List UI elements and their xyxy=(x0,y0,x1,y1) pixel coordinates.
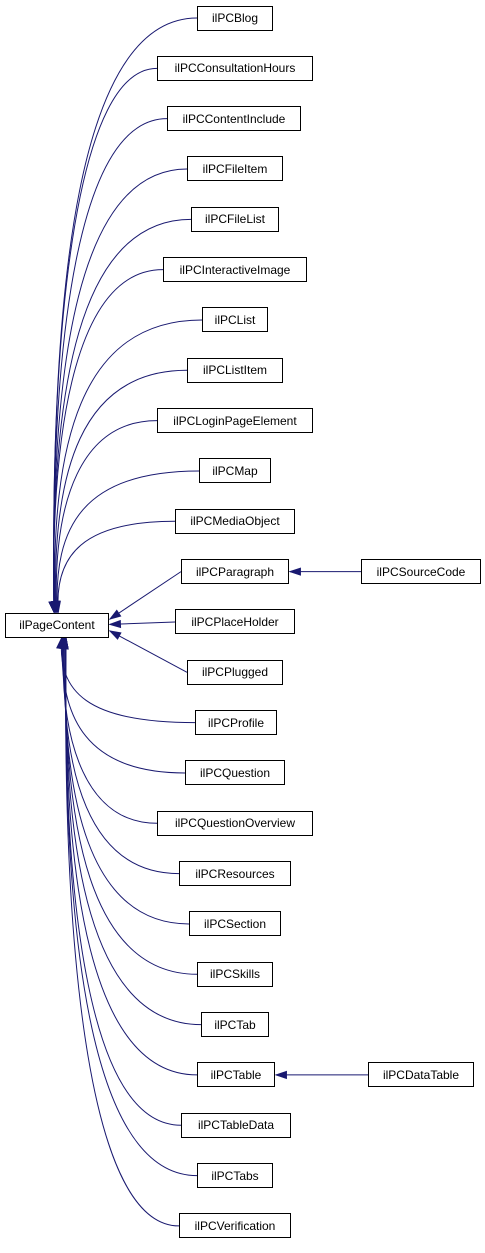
edge-paragraph-to-root xyxy=(109,571,182,620)
node-ilpcfileitem[interactable]: ilPCFileItem xyxy=(187,156,283,182)
node-ilpcplugged[interactable]: ilPCPlugged xyxy=(187,659,283,685)
arrowhead-plugged xyxy=(108,630,122,640)
node-ilpclistitem[interactable]: ilPCListItem xyxy=(187,357,283,383)
node-ilpctable[interactable]: ilPCTable xyxy=(197,1062,275,1088)
edge-profile-to-root xyxy=(60,637,196,724)
arrowhead-source-code xyxy=(288,567,301,576)
node-ilpcquestionoverview[interactable]: ilPCQuestionOverview xyxy=(157,810,313,836)
edge-resources-to-root xyxy=(63,637,180,875)
node-ilpcparagraph[interactable]: ilPCParagraph xyxy=(181,559,289,585)
edge-list-item-to-root xyxy=(54,369,188,613)
node-ilpcfilelist[interactable]: ilPCFileList xyxy=(191,206,279,232)
edge-verification-to-root xyxy=(65,637,180,1227)
node-ilpcprofile[interactable]: ilPCProfile xyxy=(195,710,277,736)
edge-map-to-root xyxy=(56,470,200,613)
node-ilpcskills[interactable]: ilPCSkills xyxy=(197,961,273,987)
edge-media-object-to-root xyxy=(57,520,176,613)
node-ilpcblog[interactable]: ilPCBlog xyxy=(197,5,273,31)
node-ilpagecontent[interactable]: ilPageContent xyxy=(5,612,109,638)
edge-file-item-to-root xyxy=(53,168,188,613)
node-ilpcresources[interactable]: ilPCResources xyxy=(179,861,291,887)
edge-table-to-root xyxy=(65,637,198,1076)
node-ilpcmediaobject[interactable]: ilPCMediaObject xyxy=(175,508,295,534)
edge-list-to-root xyxy=(54,319,203,613)
edge-login-page-element-to-root xyxy=(55,420,158,613)
node-ilpcverification[interactable]: ilPCVerification xyxy=(179,1213,291,1239)
node-ilpcconsultationhours[interactable]: ilPCConsultationHours xyxy=(157,55,313,81)
node-ilpcsourcecode[interactable]: ilPCSourceCode xyxy=(361,559,481,585)
arrowhead-paragraph xyxy=(108,609,122,620)
node-ilpctab[interactable]: ilPCTab xyxy=(201,1012,269,1038)
node-ilpcinteractiveimage[interactable]: ilPCInteractiveImage xyxy=(163,257,307,283)
node-ilpcdatatable[interactable]: ilPCDataTable xyxy=(368,1062,474,1088)
node-ilpctabs[interactable]: ilPCTabs xyxy=(197,1163,273,1189)
node-ilpccontentinclude[interactable]: ilPCContentInclude xyxy=(167,106,301,132)
edge-question-overview-to-root xyxy=(62,637,158,824)
node-ilpcquestion[interactable]: ilPCQuestion xyxy=(185,760,285,786)
arrowhead-place-holder xyxy=(108,619,122,629)
arrowhead-media-object xyxy=(52,600,61,614)
node-ilpclist[interactable]: ilPCList xyxy=(202,307,268,333)
arrowhead-verification xyxy=(60,636,69,650)
edge-plugged-to-root xyxy=(109,630,188,673)
node-ilpctabledata[interactable]: ilPCTableData xyxy=(181,1112,291,1138)
arrowhead-data-table xyxy=(274,1070,287,1080)
node-ilpcsection[interactable]: ilPCSection xyxy=(189,911,281,937)
node-ilpcmap[interactable]: ilPCMap xyxy=(199,458,271,484)
edge-section-to-root xyxy=(64,637,190,925)
edge-interactive-image-to-root xyxy=(53,269,164,613)
edge-question-to-root xyxy=(61,637,186,774)
node-ilpcplaceholder[interactable]: ilPCPlaceHolder xyxy=(175,609,295,635)
edge-tabs-to-root xyxy=(65,637,198,1177)
node-ilpcloginpageelement[interactable]: ilPCLoginPageElement xyxy=(157,408,313,434)
